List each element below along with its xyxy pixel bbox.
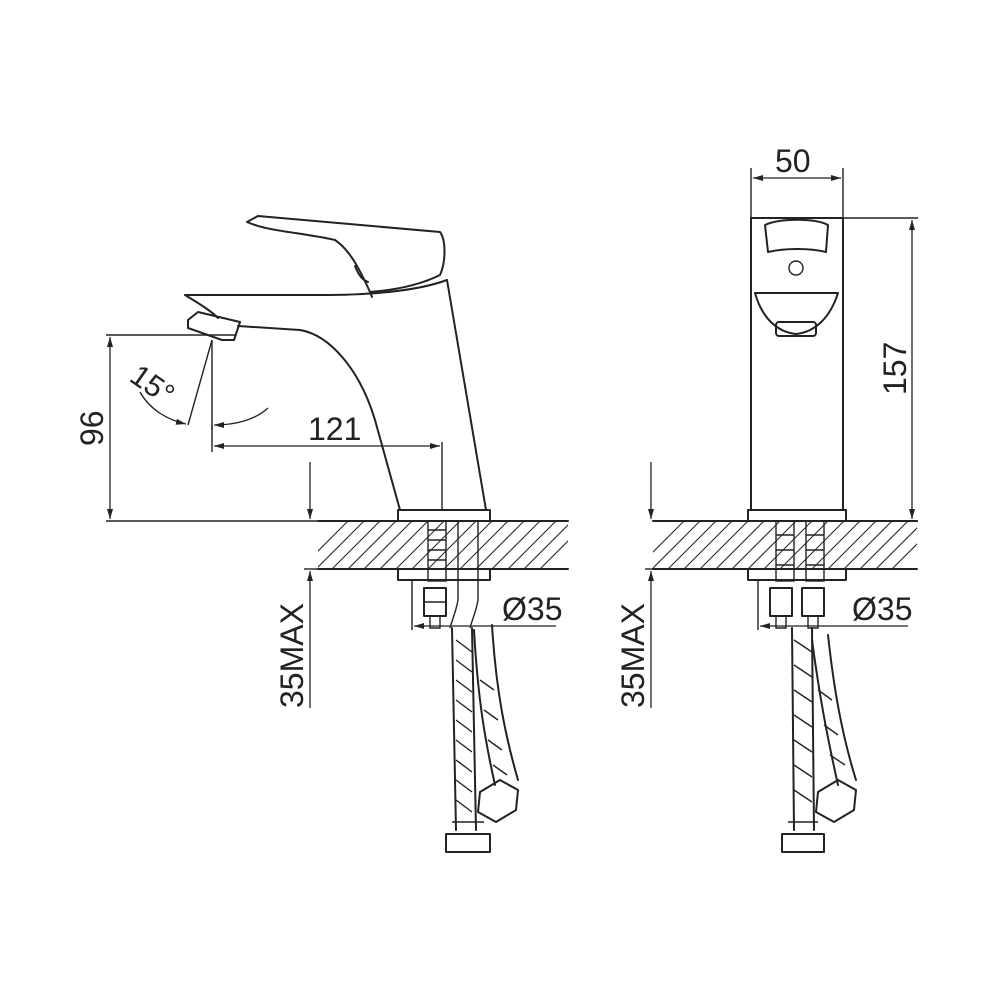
total-height-dimension: 157 — [830, 217, 918, 522]
thread-max-dimension-front: 35MAX — [615, 462, 654, 708]
angle-annotation: 15° — [124, 339, 269, 430]
thread-max-label-front: 35MAX — [615, 603, 651, 708]
countertop-hatching — [318, 521, 568, 569]
front-view: 50 157 35MAX Ø35 — [615, 143, 918, 853]
side-view: 15° 96 121 35MAX Ø35 — [74, 215, 569, 853]
hose-nut — [445, 833, 491, 853]
countertop-hatching — [653, 521, 917, 569]
hose-nut — [815, 779, 857, 823]
total-height-label: 157 — [877, 342, 913, 395]
diameter-dimension-front: Ø35 — [757, 580, 912, 630]
lever-handle-side — [246, 215, 446, 298]
width-dimension: 50 — [750, 143, 844, 218]
indicator-dot — [788, 260, 804, 276]
hose-nut — [781, 833, 825, 853]
height-label: 96 — [74, 410, 110, 446]
angle-label: 15° — [124, 359, 180, 412]
braided-hoses-side — [445, 624, 519, 853]
reach-dimension: 121 — [211, 411, 443, 510]
aerator — [775, 321, 817, 337]
thread-max-dimension: 35MAX — [274, 462, 318, 708]
hose-nut — [477, 779, 519, 823]
countertop-front — [652, 520, 918, 570]
countertop-side — [317, 520, 569, 570]
faucet-body-side — [184, 279, 491, 522]
faucet-body-front — [747, 217, 847, 522]
braided-hoses-front — [781, 627, 857, 853]
diameter-label-front: Ø35 — [852, 591, 912, 627]
mounting-hardware-front — [747, 520, 847, 629]
diameter-label: Ø35 — [502, 591, 562, 627]
diameter-dimension: Ø35 — [411, 580, 562, 630]
lever-front — [764, 218, 829, 253]
width-label: 50 — [775, 143, 811, 179]
reach-label: 121 — [308, 411, 361, 447]
thread-max-label: 35MAX — [274, 603, 310, 708]
height-dimension: 96 — [74, 334, 318, 522]
spout-front — [754, 292, 839, 335]
